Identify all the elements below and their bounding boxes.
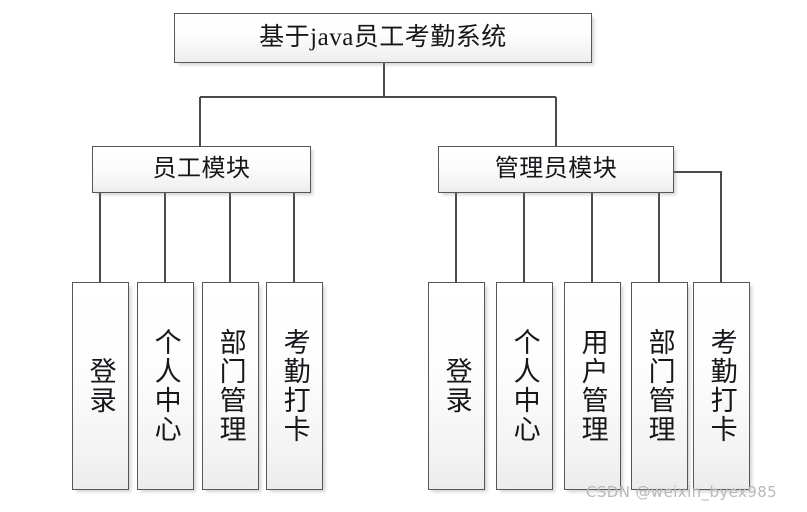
watermark-text: CSDN @weixin_byex985 — [586, 483, 778, 501]
node-root-label: 基于java员工考勤系统 — [259, 24, 507, 51]
connector-admin-leaf-5-elbow — [674, 171, 722, 282]
node-admin-attendance-checkin-label: 考勤打卡 — [706, 328, 737, 444]
node-admin-module-label: 管理员模块 — [494, 156, 618, 183]
node-employee-personal-center-label: 个人中心 — [150, 328, 181, 444]
node-admin-login[interactable]: 登录 — [428, 282, 485, 490]
node-admin-login-label: 登录 — [441, 357, 472, 415]
node-employee-login-label: 登录 — [85, 357, 116, 415]
node-admin-department-management[interactable]: 部门管理 — [631, 282, 688, 490]
node-admin-module[interactable]: 管理员模块 — [438, 146, 674, 193]
node-admin-user-management-label: 用户管理 — [577, 328, 608, 444]
node-employee-module-label: 员工模块 — [152, 156, 251, 183]
node-employee-login[interactable]: 登录 — [72, 282, 129, 490]
node-employee-department-management-label: 部门管理 — [215, 328, 246, 444]
node-admin-personal-center-label: 个人中心 — [509, 328, 540, 444]
node-admin-user-management[interactable]: 用户管理 — [564, 282, 621, 490]
node-root-system[interactable]: 基于java员工考勤系统 — [174, 13, 592, 63]
node-employee-attendance-checkin[interactable]: 考勤打卡 — [266, 282, 323, 490]
node-employee-attendance-checkin-label: 考勤打卡 — [279, 328, 310, 444]
node-employee-department-management[interactable]: 部门管理 — [202, 282, 259, 490]
node-employee-personal-center[interactable]: 个人中心 — [137, 282, 194, 490]
node-admin-personal-center[interactable]: 个人中心 — [496, 282, 553, 490]
node-admin-attendance-checkin[interactable]: 考勤打卡 — [693, 282, 750, 490]
node-employee-module[interactable]: 员工模块 — [92, 146, 311, 193]
node-admin-department-management-label: 部门管理 — [644, 328, 675, 444]
